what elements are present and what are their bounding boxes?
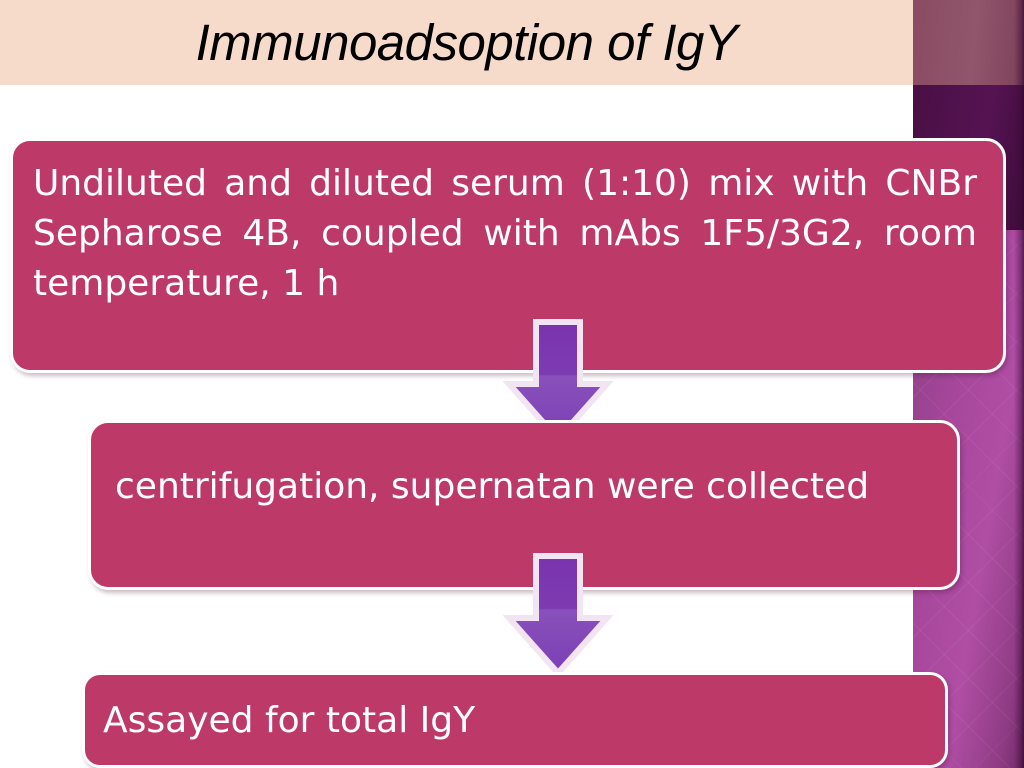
flow-step-3-text: Assayed for total IgY — [103, 700, 476, 741]
flow-step-2-text: centrifugation, supernatan were collecte… — [115, 466, 870, 507]
title-banner: Immunoadsoption of IgY — [0, 0, 913, 85]
decorative-sidebar — [913, 0, 1024, 768]
page-title: Immunoadsoption of IgY — [195, 14, 738, 71]
down-arrow-icon-1 — [503, 318, 613, 443]
flow-step-2: centrifugation, supernatan were collecte… — [88, 420, 960, 590]
flow-step-1: Undiluted and diluted serum (1:10) mix w… — [10, 138, 1006, 373]
sidebar-band-top — [913, 0, 1024, 85]
flow-step-3: Assayed for total IgY — [82, 672, 948, 768]
flow-step-1-text: Undiluted and diluted serum (1:10) mix w… — [33, 163, 977, 304]
sidebar-edge-shadow — [1014, 0, 1024, 768]
down-arrow-icon-2 — [503, 552, 613, 677]
